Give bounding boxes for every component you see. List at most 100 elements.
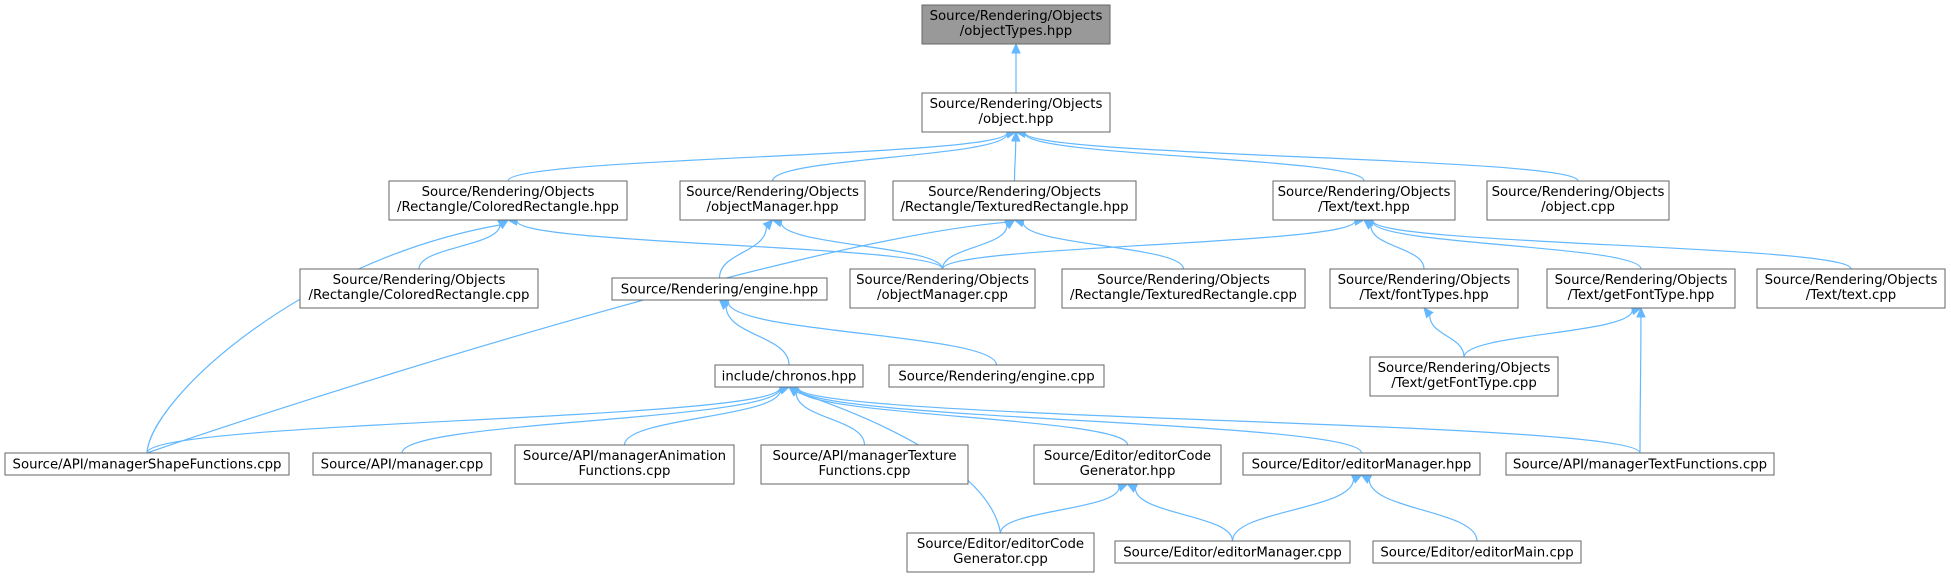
- node-box: [1546, 268, 1736, 309]
- node-label: Source/API/managerAnimation: [523, 449, 726, 464]
- node-label: /objectTypes.hpp: [960, 24, 1072, 39]
- edge-arrowhead: [1636, 306, 1646, 318]
- node-colrectcpp[interactable]: Source/Rendering/Objects/Rectangle/Color…: [299, 268, 539, 309]
- node-objtypes[interactable]: Source/Rendering/Objects/objectTypes.hpp: [921, 4, 1111, 45]
- node-box: [892, 180, 1137, 221]
- node-box: [888, 364, 1105, 388]
- node-box: [921, 92, 1111, 133]
- node-label: /objectManager.hpp: [706, 200, 838, 215]
- edge-arrowhead: [762, 219, 774, 231]
- node-colrect[interactable]: Source/Rendering/Objects/Rectangle/Color…: [388, 180, 628, 221]
- node-box: [388, 180, 628, 221]
- node-engine[interactable]: Source/Rendering/engine.hpp: [611, 277, 828, 301]
- edge-fonttypes-to-text: [1363, 219, 1425, 270]
- edge-objmgrcpp-to-texrect: [941, 219, 1016, 270]
- edge-objmgrcpp-to-text: [941, 216, 1366, 270]
- node-label: /Text/text.hpp: [1318, 200, 1410, 215]
- node-box: [299, 268, 539, 309]
- edge-shapefn-to-chronos: [146, 383, 791, 454]
- node-textfn[interactable]: Source/API/managerTextFunctions.cpp: [1505, 452, 1775, 476]
- edge-line: [516, 220, 944, 270]
- node-label: Source/API/managerShapeFunctions.cpp: [13, 458, 282, 473]
- node-box: [1272, 180, 1456, 221]
- node-label: Source/Editor/editorCode: [1044, 449, 1211, 464]
- edge-line: [1024, 132, 1579, 182]
- edge-line: [401, 388, 781, 454]
- edge-line: [1372, 221, 1642, 270]
- node-texrect[interactable]: Source/Rendering/Objects/Rectangle/Textu…: [892, 180, 1137, 221]
- node-box: [714, 364, 864, 388]
- node-getfontcpp[interactable]: Source/Rendering/Objects/Text/getFontTyp…: [1369, 356, 1559, 397]
- node-label: Functions.cpp: [579, 464, 671, 479]
- node-box: [312, 452, 492, 476]
- node-edmgrcpp[interactable]: Source/Editor/editorManager.cpp: [1114, 540, 1351, 564]
- node-label: Source/Rendering/Objects: [1097, 273, 1270, 288]
- node-object[interactable]: Source/Rendering/Objects/object.hpp: [921, 92, 1111, 133]
- node-objcpp[interactable]: Source/Rendering/Objects/object.cpp: [1486, 180, 1670, 221]
- edge-getfontcpp-to-getfont: [1463, 305, 1643, 358]
- node-fonttypes[interactable]: Source/Rendering/Objects/Text/fontTypes.…: [1329, 268, 1519, 309]
- node-label: Source/Rendering/Objects: [1492, 185, 1665, 200]
- edge-arrowhead: [1010, 130, 1021, 142]
- node-label: /object.hpp: [979, 112, 1054, 127]
- node-edmain[interactable]: Source/Editor/editorMain.cpp: [1372, 540, 1582, 564]
- edge-line: [1370, 225, 1425, 270]
- edge-textfn-to-getfont: [1636, 306, 1646, 454]
- node-edmgr[interactable]: Source/Editor/editorManager.hpp: [1242, 452, 1481, 476]
- node-box: [1486, 180, 1670, 221]
- edge-getfontcpp-to-fonttypes: [1423, 307, 1465, 358]
- node-box: [1242, 452, 1481, 476]
- node-shapefn[interactable]: Source/API/managerShapeFunctions.cpp: [4, 452, 290, 476]
- edge-line: [797, 388, 1129, 446]
- node-objmgr[interactable]: Source/Rendering/Objects/objectManager.h…: [679, 180, 866, 221]
- edge-line: [146, 387, 781, 454]
- node-label: /Text/getFontType.hpp: [1568, 288, 1715, 303]
- node-box: [760, 444, 969, 485]
- node-box: [4, 452, 290, 476]
- node-manager[interactable]: Source/API/manager.cpp: [312, 452, 492, 476]
- edge-line: [718, 226, 768, 279]
- edge-getfont-to-text: [1362, 216, 1642, 270]
- edge-edmain-to-edmgr: [1360, 474, 1478, 542]
- edge-line: [1134, 488, 1234, 542]
- node-label: Source/API/managerTexture: [772, 449, 956, 464]
- node-box: [1756, 268, 1946, 309]
- node-label: Source/Rendering/Objects: [930, 97, 1103, 112]
- node-label: Source/Editor/editorManager.cpp: [1123, 546, 1342, 561]
- edge-line: [941, 220, 1356, 270]
- edge-shapefn-to-colrect: [146, 219, 510, 454]
- edge-arrowhead: [1011, 42, 1021, 54]
- node-textcpp[interactable]: Source/Rendering/Objects/Text/text.cpp: [1756, 268, 1946, 309]
- node-box: [1372, 540, 1582, 564]
- node-label: Source/Editor/editorMain.cpp: [1380, 546, 1573, 561]
- node-chronos[interactable]: include/chronos.hpp: [714, 364, 864, 388]
- node-box: [906, 532, 1095, 573]
- node-label: /Text/getFontType.cpp: [1391, 376, 1537, 391]
- edge-texrectcpp-to-texrect: [1013, 218, 1185, 270]
- edge-arrowhead: [1423, 307, 1434, 319]
- node-getfont[interactable]: Source/Rendering/Objects/Text/getFontTyp…: [1546, 268, 1736, 309]
- edge-arrowhead: [497, 219, 510, 230]
- node-box: [1033, 444, 1222, 485]
- node-label: Source/Editor/editorCode: [917, 537, 1084, 552]
- edge-line: [1639, 316, 1642, 454]
- node-label: Source/Rendering/Objects: [422, 185, 595, 200]
- node-label: Generator.hpp: [1080, 464, 1176, 479]
- node-label: Source/Rendering/Objects: [1338, 273, 1511, 288]
- node-text[interactable]: Source/Rendering/Objects/Text/text.hpp: [1272, 180, 1456, 221]
- node-label: /objectManager.cpp: [877, 288, 1008, 303]
- node-enginecpp[interactable]: Source/Rendering/engine.cpp: [888, 364, 1105, 388]
- node-box: [1369, 356, 1559, 397]
- edge-line: [797, 387, 1363, 454]
- edge-engine-to-objmgr: [718, 219, 774, 279]
- edge-line: [1368, 479, 1478, 542]
- node-texrectcpp[interactable]: Source/Rendering/Objects/Rectangle/Textu…: [1061, 268, 1306, 309]
- node-objmgrcpp[interactable]: Source/Rendering/Objects/objectManager.c…: [849, 268, 1036, 309]
- edge-animfn-to-chronos: [623, 385, 791, 446]
- node-label: Source/Rendering/engine.cpp: [898, 370, 1094, 385]
- edge-line: [727, 301, 998, 366]
